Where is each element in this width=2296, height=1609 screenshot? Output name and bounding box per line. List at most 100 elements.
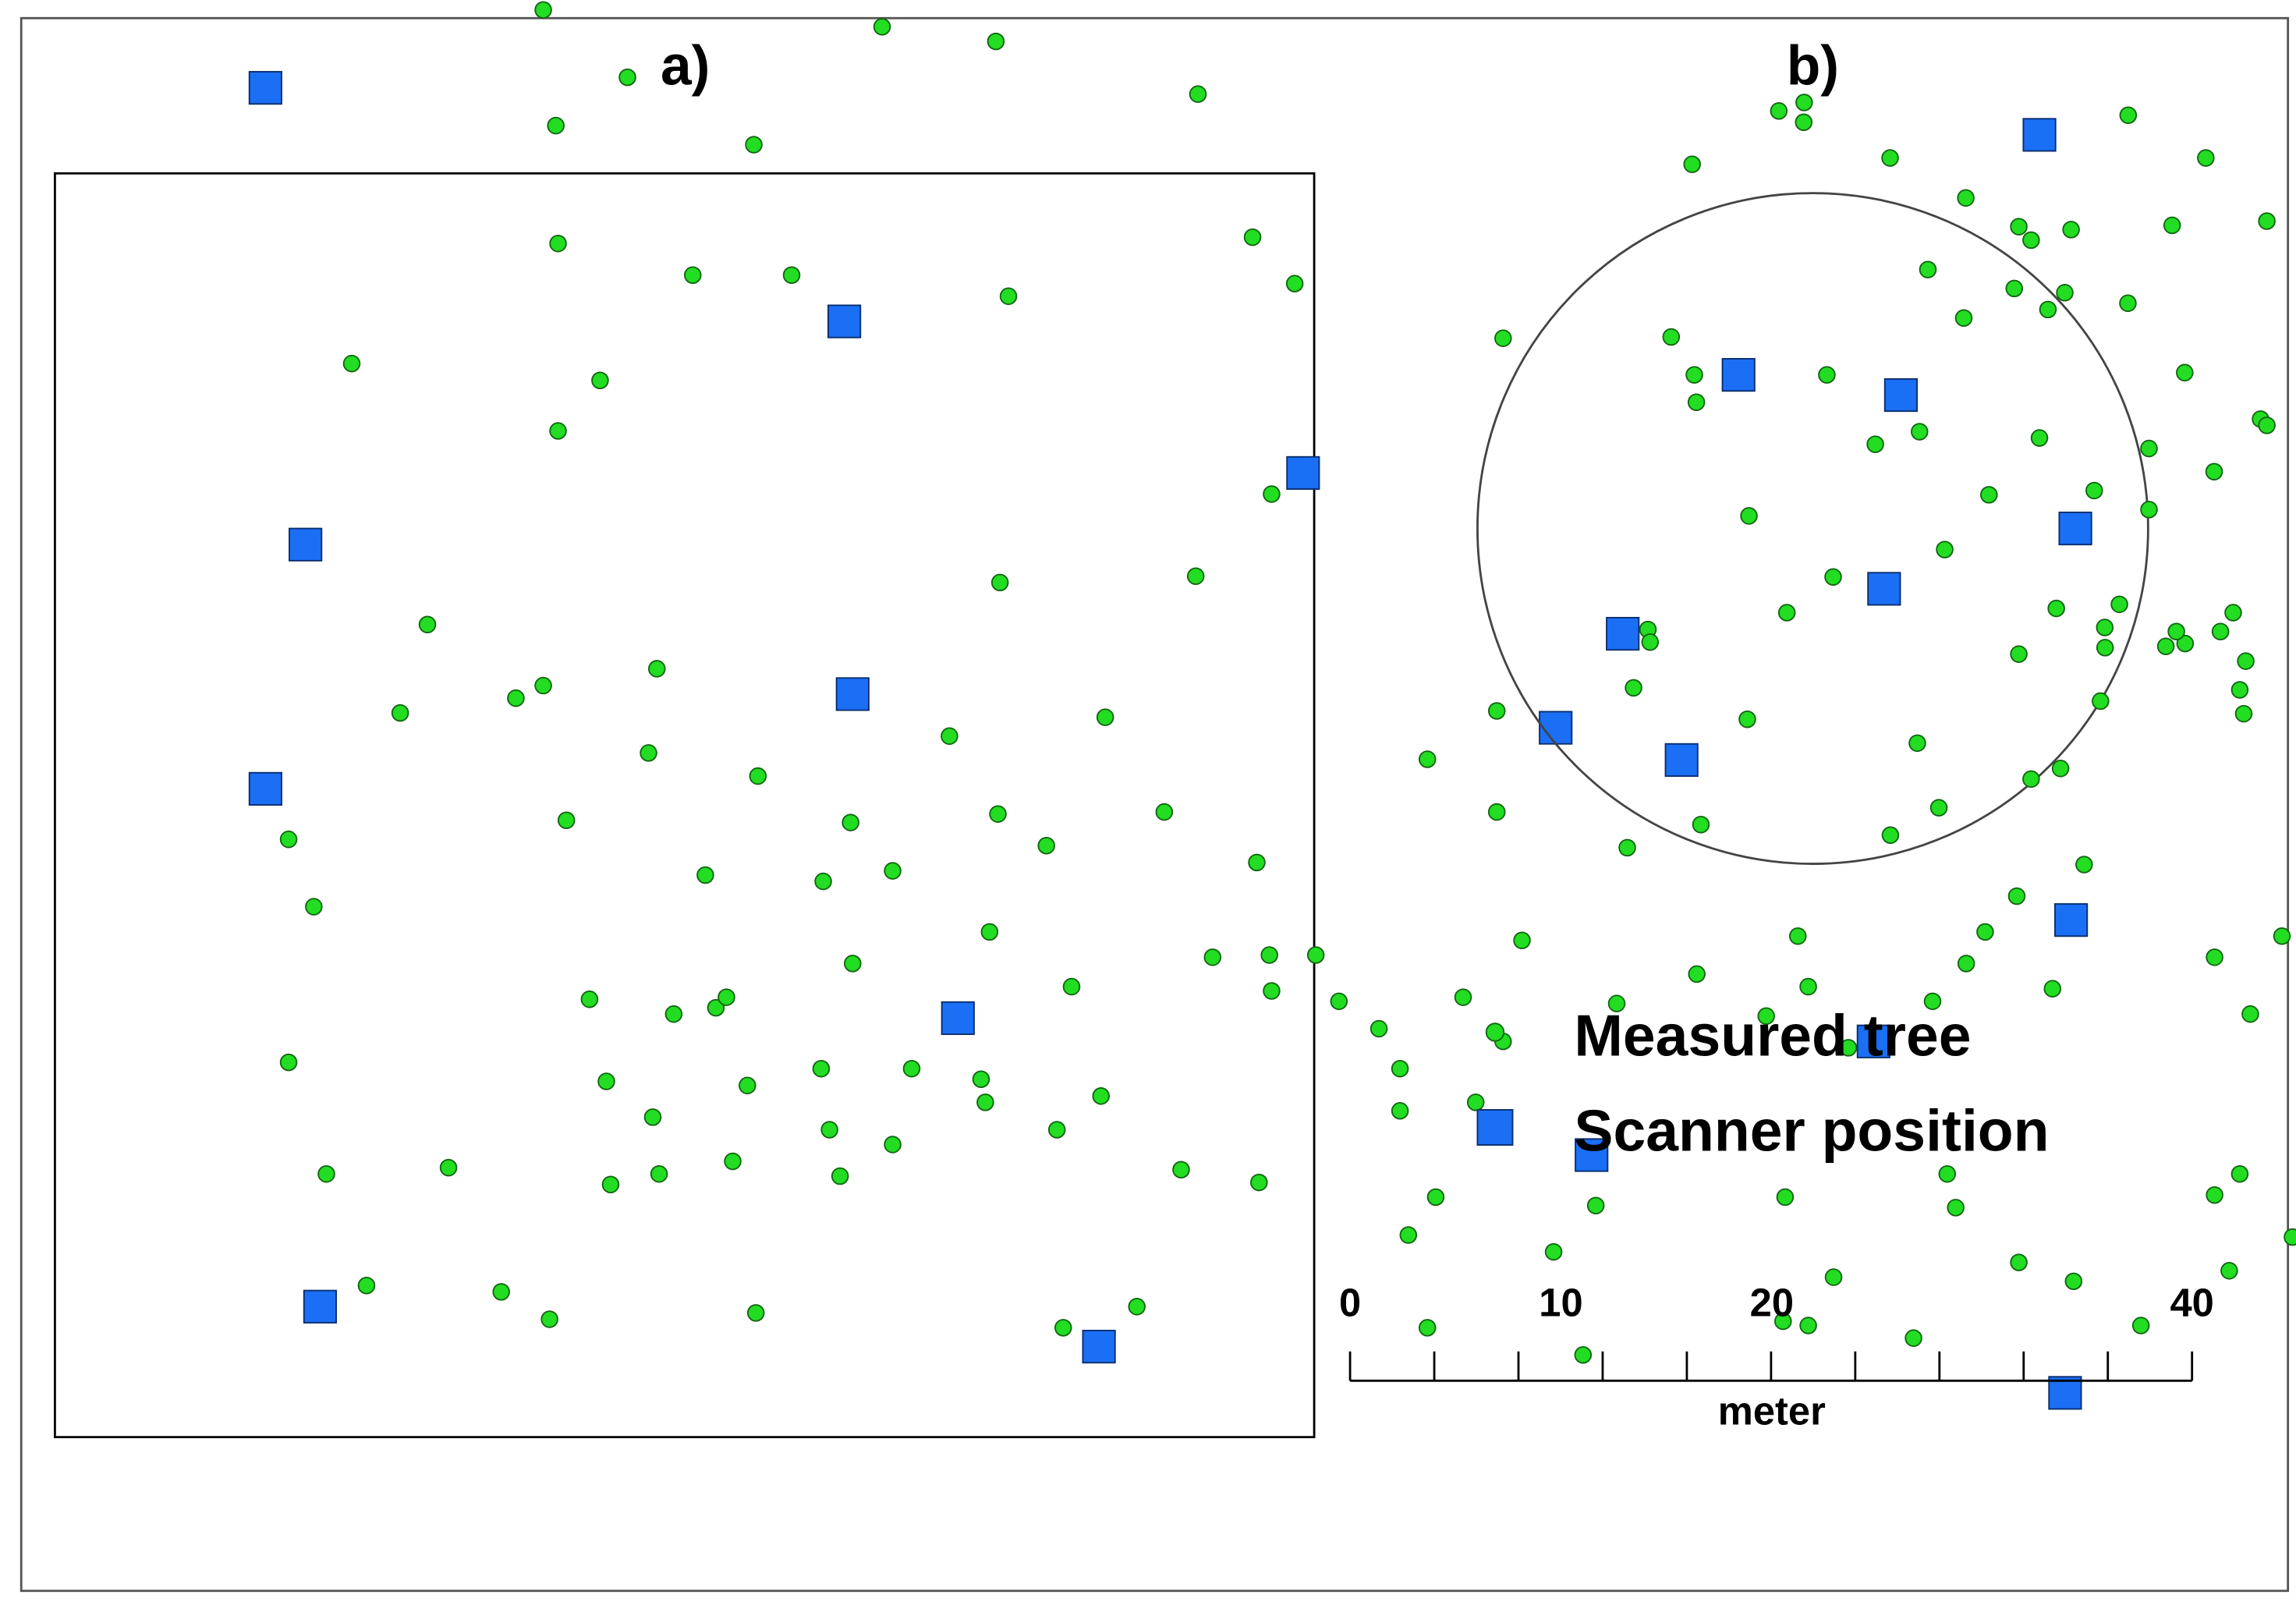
scale-label-0: 0 <box>1339 1281 1361 1325</box>
panel-a-tree-94 <box>820 1121 838 1139</box>
panel-a-tree-72 <box>989 805 1007 823</box>
panel-a-tree-124 <box>1976 923 1994 941</box>
panel-a-tree-134 <box>2206 1185 2223 1204</box>
panel-a-scanner-19 <box>1082 1329 1116 1364</box>
panel-b-tree-33 <box>2140 501 2158 519</box>
panel-a-scanner-5 <box>827 304 862 338</box>
panel-a-tree-114 <box>1466 1093 1485 1111</box>
panel-b-scanner-5 <box>2054 903 2089 937</box>
panel-a-tree-127 <box>2043 980 2062 998</box>
panel-a-tree-179 <box>357 1277 376 1295</box>
panel-a-tree-145 <box>2284 1228 2296 1246</box>
panel-a-tree-21 <box>1494 329 1512 347</box>
panel-b-tree-12 <box>2005 279 2024 298</box>
panel-b-scanner-6 <box>2058 511 2092 546</box>
legend: Measured tree Scanner position <box>1476 1003 2050 1164</box>
panel-b-tree-19 <box>2176 363 2194 382</box>
panel-a-tree-105 <box>1092 1087 1110 1105</box>
panel-a-tree-3 <box>873 18 891 36</box>
panel-a-tree-104 <box>1047 1121 1066 1139</box>
panel-a-tree-141 <box>1544 1242 1563 1261</box>
figure-frame <box>19 16 2290 1593</box>
panel-b-tree-4 <box>2062 221 2080 239</box>
panel-a-tree-7 <box>745 136 763 154</box>
panel-a-tree-133 <box>2230 1164 2249 1183</box>
panel-a-tree-71 <box>842 813 859 831</box>
panel-a-tree-39 <box>1738 710 1756 728</box>
panel-a-tree-19 <box>990 573 1009 592</box>
panel-a-tree-86 <box>707 998 725 1017</box>
panel-a-tree-126 <box>2075 856 2093 874</box>
panel-a-tree-5 <box>618 68 636 87</box>
panel-a-tree-83 <box>980 923 999 941</box>
panel-a-tree-122 <box>1788 927 1807 945</box>
panel-a-tree-102 <box>724 1152 742 1171</box>
panel-a-tree-159 <box>2131 1317 2150 1334</box>
panel-a-tree-100 <box>279 1053 298 1072</box>
panel-a-tree-88 <box>580 990 599 1008</box>
panel-b-tree-55 <box>2022 770 2040 789</box>
panel-a-tree-95 <box>739 1076 756 1095</box>
panel-a-tree-103 <box>976 1093 994 1111</box>
panel-a-tree-6 <box>547 116 565 135</box>
scale-bar: 0 10 20 40 meter <box>1339 1281 2214 1434</box>
legend-scanner-marker <box>1476 1109 1514 1146</box>
scale-label-10: 10 <box>1539 1281 1582 1325</box>
legend-tree-label: Measured tree <box>1574 1003 1971 1069</box>
panel-a-tree-108 <box>1391 1102 1409 1120</box>
panel-a-scanner-18 <box>303 1289 338 1324</box>
panel-a-tree-98 <box>643 1108 662 1126</box>
panel-a-scanners <box>248 71 2082 1410</box>
panel-a-tree-125 <box>2007 887 2026 906</box>
panel-a-scanner-3 <box>248 71 282 105</box>
panel-a-tree-171 <box>2064 1272 2083 1291</box>
panel-a-tree-50 <box>1881 826 1900 845</box>
panel-b-tree-0 <box>1795 113 1813 132</box>
panel-b-tree-46 <box>2224 604 2242 622</box>
panel-a-tree-107 <box>1250 1173 1268 1192</box>
panel-a-tree-111 <box>1454 988 1472 1006</box>
panel-a-tree-22 <box>1770 102 1788 120</box>
legend-scanner-label: Scanner position <box>1574 1098 2049 1164</box>
panel-b-tree-28 <box>1687 393 1706 412</box>
panel-b-scanner-7 <box>1721 358 1756 392</box>
scale-label-20: 20 <box>1750 1281 1794 1325</box>
panel-b-scanner-4 <box>1664 742 1699 778</box>
panel-a-frame <box>54 172 1316 1439</box>
panel-a-tree-89 <box>664 1005 683 1023</box>
panel-b-tree-54 <box>2051 760 2070 778</box>
panel-a-tree-74 <box>305 898 323 916</box>
panel-a-scanner-12 <box>1539 711 1573 745</box>
panel-b-tree-21 <box>1662 328 1681 346</box>
panel-a-tree-63 <box>418 615 437 634</box>
panel-a-tree-46 <box>1155 803 1174 821</box>
panel-b-tree-5 <box>2163 216 2181 235</box>
panel-a-tree-119 <box>1923 992 1942 1011</box>
panel-b-plot-circle <box>1476 192 2149 865</box>
panel-b-tree-38 <box>1777 604 1796 622</box>
panel-a-tree-2 <box>534 1 552 19</box>
panel-a-tree-45 <box>1487 803 1506 821</box>
panel-a-tree-166 <box>1128 1298 1146 1316</box>
panel-a-tree-112 <box>1369 1019 1388 1038</box>
panel-a-tree-132 <box>2273 927 2291 945</box>
panel-a-tree-120 <box>1799 977 1817 996</box>
panel-a-tree-123 <box>1957 955 1975 973</box>
panel-a-tree-170 <box>1418 1319 1437 1337</box>
panel-a-tree-97 <box>650 1164 668 1183</box>
panel-a-tree-14 <box>1285 275 1304 292</box>
panel-b-tree-40 <box>1641 633 1660 651</box>
panel-a-tree-70 <box>941 727 958 746</box>
panel-a-tree-68 <box>640 744 657 762</box>
panel-a-tree-142 <box>1824 1268 1843 1286</box>
panel-b-tree-3 <box>1957 189 1975 207</box>
panel-a-tree-137 <box>1776 1188 1795 1207</box>
panel-a-tree-143 <box>2010 1253 2028 1271</box>
panel-a-tree-44 <box>1418 750 1437 768</box>
panel-a-tree-128 <box>2206 948 2223 966</box>
panel-a-tree-90 <box>1062 977 1081 996</box>
panel-a-scanner-11 <box>835 677 870 711</box>
panel-a-tree-85 <box>844 955 862 973</box>
panel-a-tree-165 <box>1574 1346 1593 1364</box>
panel-b-tree-50 <box>1908 734 1926 753</box>
